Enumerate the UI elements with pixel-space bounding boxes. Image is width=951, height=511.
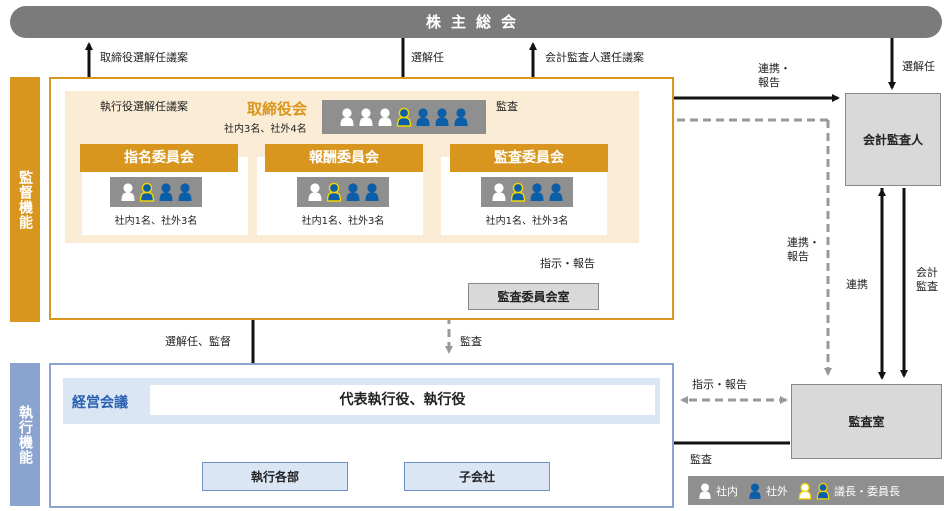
management-meeting-title: 経営会議 [72, 395, 128, 411]
chair-internal-person-icon [798, 482, 812, 500]
audit-committee-title: 監査委員会 [450, 144, 608, 172]
label-coop-report: 連携・ 報告 [758, 62, 791, 89]
legend-internal: 社内 [716, 484, 738, 498]
external-person-icon [748, 482, 762, 500]
label-accounting-audit: 会計 監査 [916, 266, 938, 293]
nomination-committee-count: 社内1名、社外3名 [114, 216, 198, 227]
label-coop: 連携 [846, 278, 868, 291]
external-person-icon [158, 182, 174, 202]
internal-person-icon [377, 107, 393, 127]
internal-person-icon [307, 182, 323, 202]
board-members [322, 100, 486, 134]
legend-chair: 議長・委員長 [834, 484, 900, 498]
audit-committee-office: 監査委員会室 [468, 283, 599, 310]
internal-audit-office: 監査室 [791, 384, 942, 459]
chair-external-person-icon [816, 482, 830, 500]
label-auditor-proposal: 会計監査人選任議案 [545, 51, 644, 64]
compensation-committee-count: 社内1名、社外3名 [301, 216, 385, 227]
label-audit-exec: 監査 [460, 335, 482, 348]
external-person-icon [415, 107, 431, 127]
label-appoint-dismiss: 選解任 [411, 51, 444, 64]
board-title: 取締役会 [247, 100, 308, 118]
execution-label: 執行機能 [10, 363, 40, 506]
chair-external-person-icon [396, 107, 412, 127]
legend-external: 社外 [766, 484, 788, 498]
internal-person-icon [358, 107, 374, 127]
external-person-icon [345, 182, 361, 202]
external-person-icon [177, 182, 193, 202]
shareholders-meeting: 株主総会 [10, 6, 942, 38]
label-exec-officer-proposal: 執行役選解任議案 [100, 100, 188, 113]
chair-external-person-icon [510, 182, 526, 202]
audit-committee-members [481, 177, 573, 207]
external-person-icon [529, 182, 545, 202]
internal-person-icon [120, 182, 136, 202]
label-audit-lower: 監査 [690, 453, 712, 466]
compensation-committee-members [297, 177, 389, 207]
label-appoint-dismiss-right: 選解任 [902, 60, 935, 73]
audit-committee-count: 社内1名、社外3名 [485, 216, 569, 227]
management-meeting-members: 代表執行役、執行役 [150, 385, 655, 415]
chair-external-person-icon [139, 182, 155, 202]
board-count: 社内3名、社外4名 [224, 124, 307, 135]
label-instruct-report: 指示・報告 [540, 257, 595, 270]
nomination-committee-title: 指名委員会 [80, 144, 238, 172]
label-instruct-report-lower: 指示・報告 [692, 378, 747, 391]
external-person-icon [434, 107, 450, 127]
label-coop-report-dashed: 連携・ 報告 [787, 236, 820, 263]
internal-person-icon [339, 107, 355, 127]
legend: 社内 社外 議長・委員長 [688, 476, 944, 505]
compensation-committee-title: 報酬委員会 [265, 144, 423, 172]
chair-external-person-icon [326, 182, 342, 202]
subsidiaries: 子会社 [404, 462, 550, 491]
internal-person-icon [491, 182, 507, 202]
executive-divisions: 執行各部 [202, 462, 348, 491]
label-director-proposal: 取締役選解任議案 [100, 51, 188, 64]
accounting-auditor: 会計監査人 [845, 93, 941, 186]
external-person-icon [548, 182, 564, 202]
label-audit: 監査 [496, 100, 518, 113]
nomination-committee-members [110, 177, 202, 207]
supervision-label: 監督機能 [10, 77, 40, 322]
label-appoint-supervise: 選解任、監督 [165, 335, 231, 348]
internal-person-icon [698, 482, 712, 500]
external-person-icon [364, 182, 380, 202]
external-person-icon [453, 107, 469, 127]
